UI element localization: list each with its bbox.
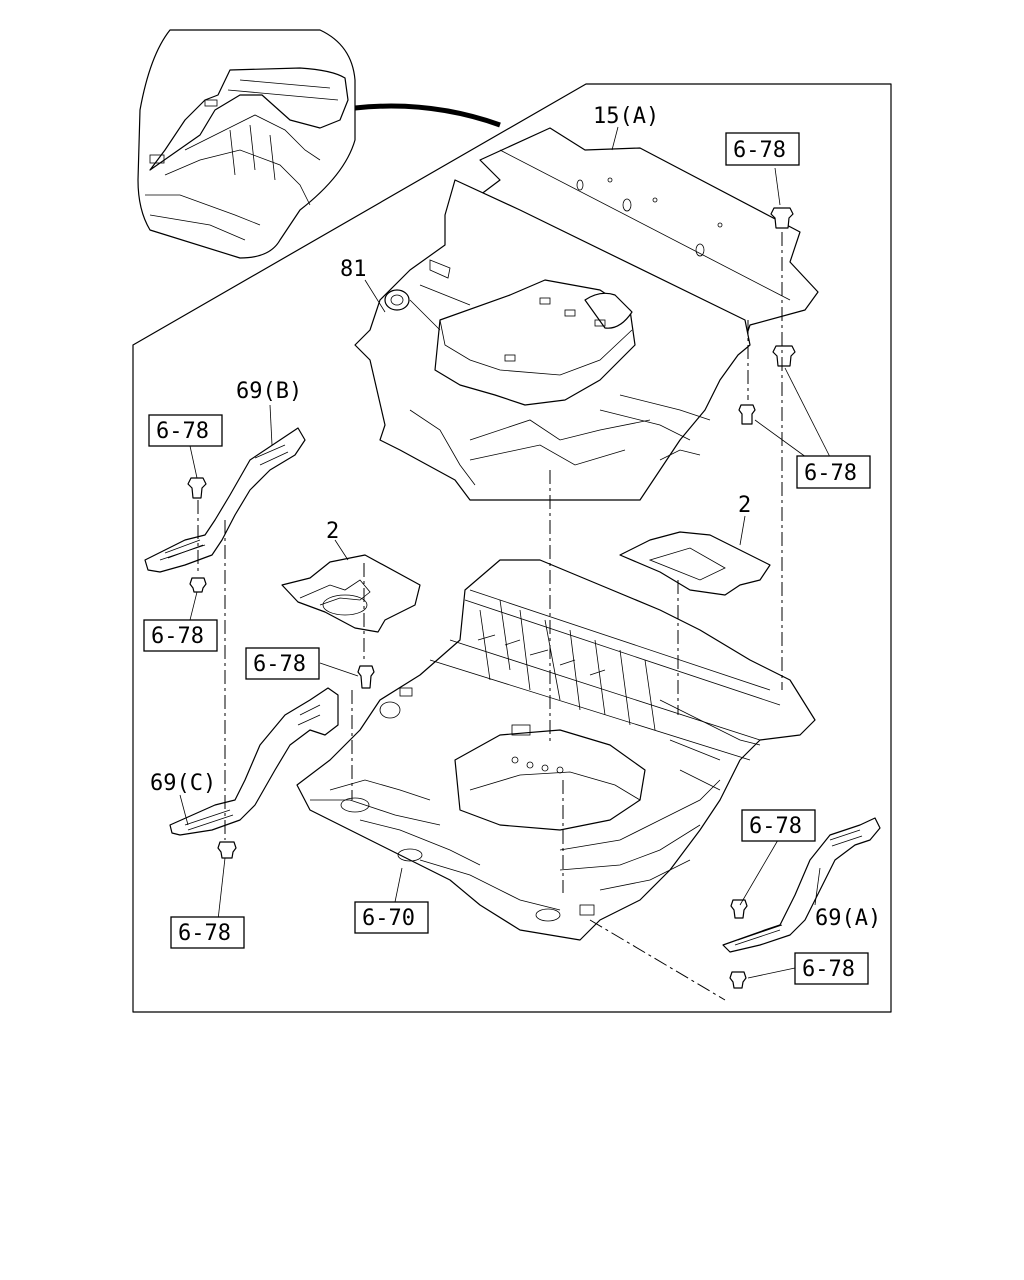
ref-label-right-bottom: 6-78 [802,957,855,982]
ref-box-center: 6-78 [245,647,320,680]
label-part-2-right: 2 [738,493,751,518]
alignment-lines [197,232,783,1001]
ref-box-right-bottom: 6-78 [794,952,869,985]
diagram-frame [132,83,892,1013]
ref-box-left-top: 6-78 [148,414,223,447]
leader-lines [179,126,831,979]
label-part-2-left: 2 [326,519,339,544]
part-2-left-pad [281,554,421,633]
part-69b-step [144,427,306,573]
label-part-15a: 15(A) [593,104,659,129]
label-part-69c: 69(C) [150,771,216,796]
part-2-right-pad [619,531,771,596]
ref-label-bottom-center: 6-70 [362,906,415,931]
part-69a-step [722,817,881,953]
part-81-panel [354,179,751,501]
label-part-69a: 69(A) [815,906,881,931]
ref-label-right-lower: 6-78 [749,814,802,839]
ref-box-left-mid: 6-78 [143,619,218,652]
vehicle-thumbnail [137,29,356,259]
ref-label-left-bottom: 6-78 [178,921,231,946]
ref-label-top-right: 6-78 [733,138,786,163]
label-part-81: 81 [340,257,367,282]
clip-fasteners [187,207,796,989]
ref-box-bottom-center: 6-70 [354,901,429,934]
ref-box-right-mid: 6-78 [796,455,871,489]
ref-label-left-top: 6-78 [156,419,209,444]
ref-label-left-mid: 6-78 [151,624,204,649]
ref-label-right-mid: 6-78 [804,461,857,486]
ref-box-right-lower: 6-78 [741,809,816,842]
part-69c-step [169,687,339,836]
label-part-69b: 69(B) [236,379,302,404]
thumbnail-pointer [354,103,501,128]
ref-box-left-bottom: 6-78 [170,916,245,949]
ref-box-top-right: 6-78 [725,132,800,166]
floor-panel-6-70 [296,559,816,941]
ref-label-center: 6-78 [253,652,306,677]
